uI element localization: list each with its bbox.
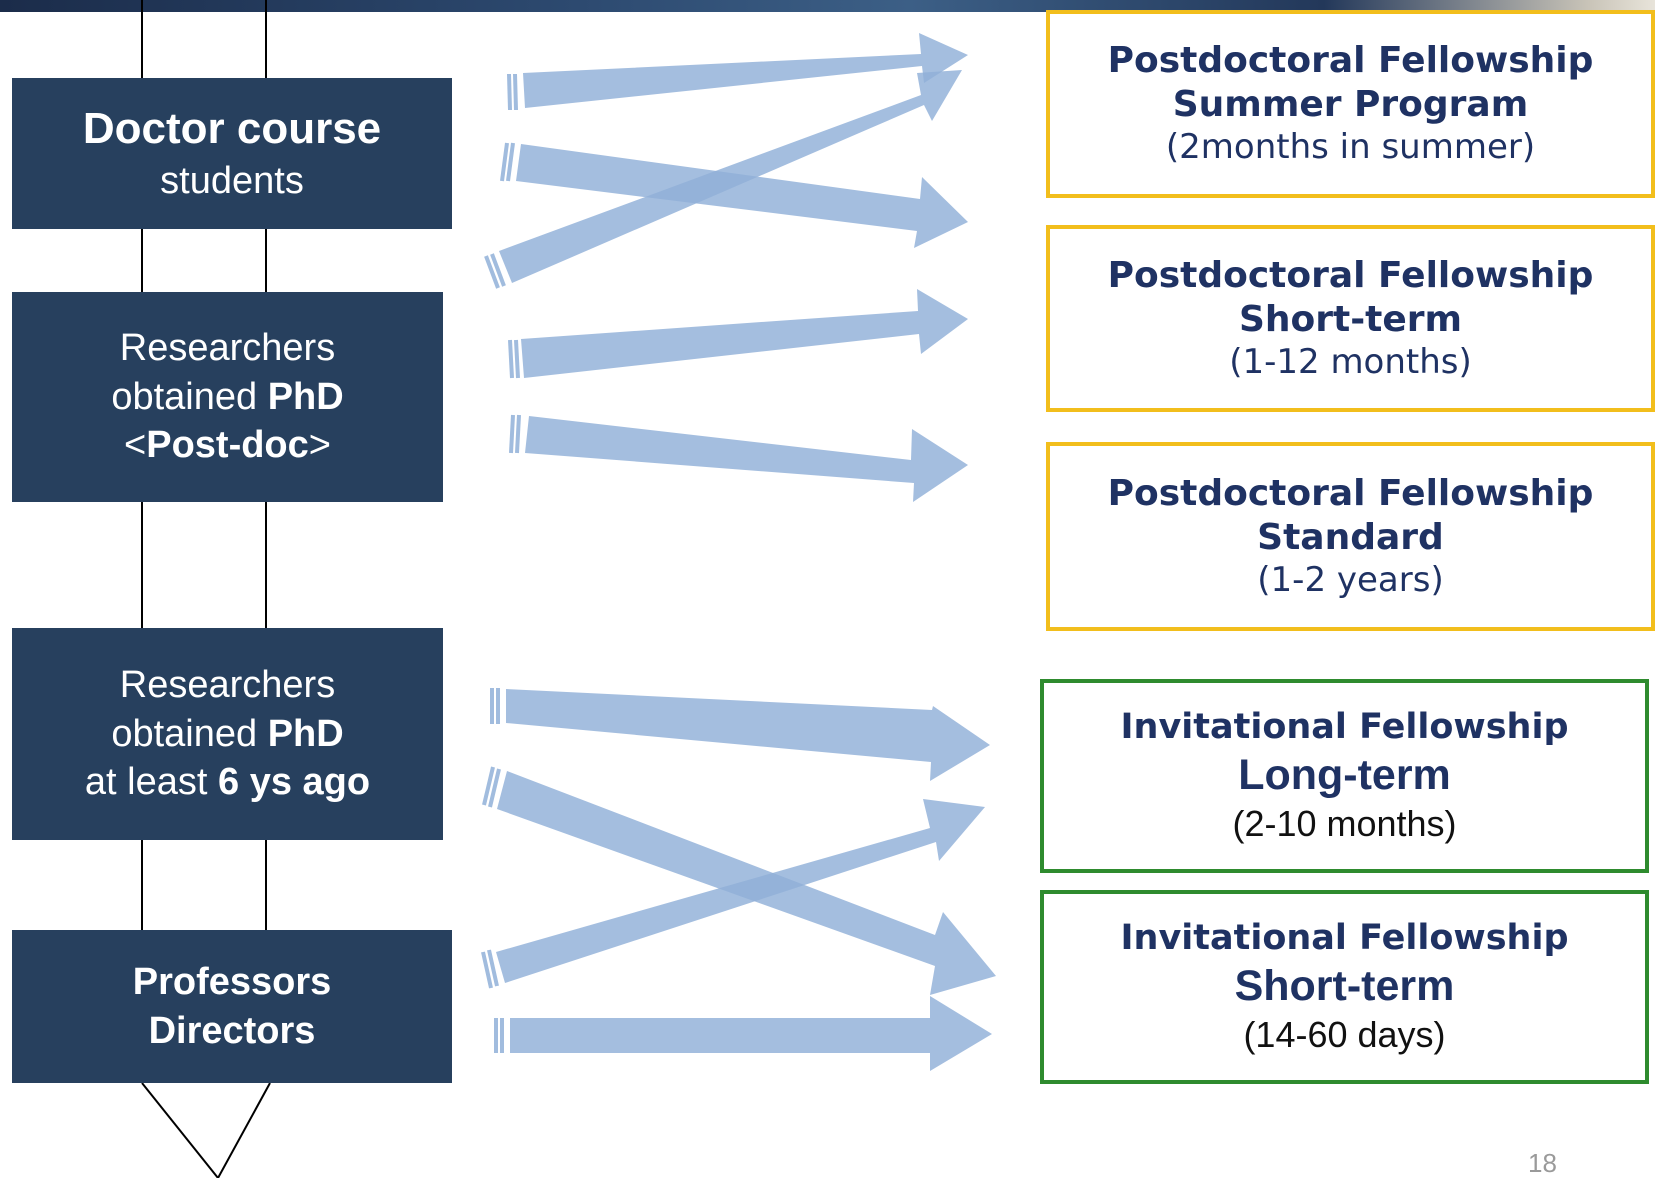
arrow-senior-to-longterm [506,689,990,781]
pd-summer-duration: (2months in summer) [1165,127,1536,168]
pd-short-term-box: Postdoctoral Fellowship Short-term (1-12… [1046,225,1655,412]
pd-standard-title: Postdoctoral Fellowship [1107,472,1594,514]
pd-summer-title: Postdoctoral Fellowship [1107,40,1594,82]
obtained-text: obtained [111,712,268,755]
inv-longterm-subtitle: Long-term [1238,751,1451,800]
senior-researchers-box: Researchers obtained PhD at least 6 ys a… [12,628,443,840]
pd-shortterm-title: Postdoctoral Fellowship [1107,254,1594,296]
inv-long-term-box: Invitational Fellowship Long-term (2-10 … [1040,679,1649,873]
pd-shortterm-duration: (1-12 months) [1229,341,1472,382]
inv-shortterm-duration: (14-60 days) [1243,1013,1446,1055]
obtained-text: obtained [111,375,268,418]
directors-label: Directors [148,1009,316,1052]
inv-shortterm-subtitle: Short-term [1234,962,1455,1011]
inv-longterm-duration: (2-10 months) [1232,802,1457,844]
inv-shortterm-title: Invitational Fellowship [1120,918,1569,959]
top-banner [0,0,1655,12]
pd-summer-subtitle: Summer Program [1172,84,1529,126]
students-label: students [160,160,304,203]
pd-summer-program-box: Postdoctoral Fellowship Summer Program (… [1046,10,1655,198]
arrow-doctor-to-summer-cross [499,70,962,283]
pd-standard-subtitle: Standard [1257,516,1444,558]
phd-text: PhD [267,712,344,755]
inv-short-term-box: Invitational Fellowship Short-term (14-6… [1040,890,1649,1084]
phd-text: PhD [267,375,344,418]
at-least-text: at least [84,761,218,804]
pd-standard-box: Postdoctoral Fellowship Standard (1-2 ye… [1046,442,1655,631]
arrow-postdoc-to-standard [525,416,968,502]
inv-longterm-title: Invitational Fellowship [1120,707,1569,748]
obtained-phd-label: obtained PhD [111,373,343,422]
doctor-course-label: Doctor course [82,104,382,154]
at-least-6ys-label: at least 6 ys ago [85,758,370,807]
pd-shortterm-subtitle: Short-term [1238,298,1463,340]
pd-standard-duration: (1-2 years) [1257,559,1444,600]
doctor-course-students-box: Doctor course students [12,78,452,229]
obtained-phd-label: obtained PhD [111,710,343,759]
arrow-postdoc-to-shortterm [521,289,968,378]
post-doc-text: Post-doc [146,424,309,467]
professors-label: Professors [132,960,332,1003]
six-years-ago-text: 6 ys ago [218,761,371,804]
open-bracket: < [124,424,147,467]
professors-directors-box: Professors Directors [12,930,452,1083]
page-number: 18 [1528,1148,1557,1178]
arrow-doctor-to-shortterm [516,144,968,248]
post-doc-label: <Post-doc> [124,421,331,470]
researchers-label: Researchers [119,664,336,707]
postdoc-researchers-box: Researchers obtained PhD <Post-doc> [12,292,443,502]
researchers-label: Researchers [119,327,336,370]
arrow-professors-to-longterm [496,799,985,983]
close-bracket: > [308,424,331,467]
arrow-doctor-to-summer [523,33,968,108]
arrow-professors-to-shortterm [510,996,992,1071]
